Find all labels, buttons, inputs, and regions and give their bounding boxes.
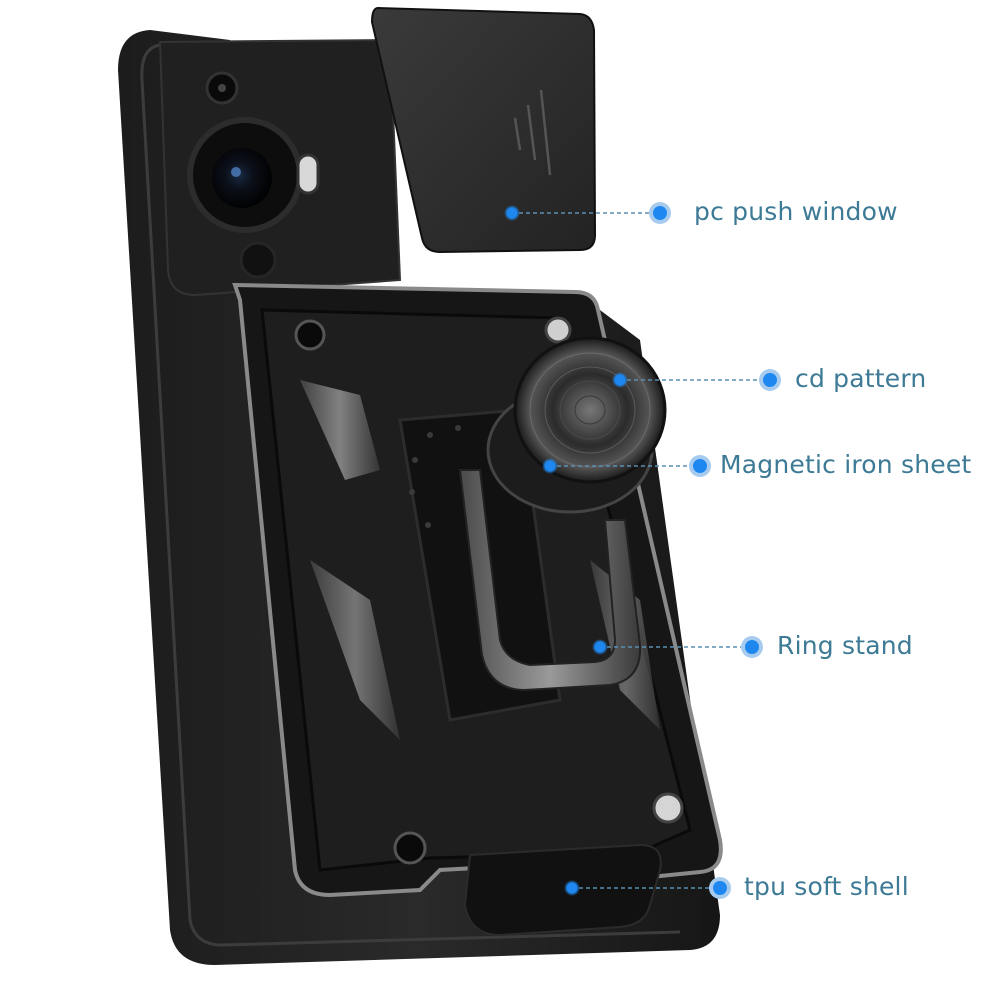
callout-anchor-dots (504, 205, 628, 896)
camera-lens-bottom (239, 241, 277, 279)
callout-label-tpu-soft-shell: tpu soft shell (744, 872, 909, 901)
camera-flash (296, 153, 320, 195)
armor-trim-left (300, 380, 380, 480)
tpu-bottom-lip (463, 843, 662, 937)
ring-stand (458, 469, 642, 692)
cd-pattern-disc (513, 336, 667, 484)
callout-lines (512, 212, 770, 889)
pc-push-window (370, 6, 597, 254)
callout-label-magnetic-iron-sheet: Magnetic iron sheet (720, 450, 972, 479)
callout-label-cd-pattern: cd pattern (795, 364, 927, 393)
callout-label-pc-push-window: pc push window (694, 197, 898, 226)
slider-grip-lines (513, 89, 552, 176)
callout-end-dots (649, 202, 781, 899)
callout-label-ring-stand: Ring stand (777, 631, 913, 660)
